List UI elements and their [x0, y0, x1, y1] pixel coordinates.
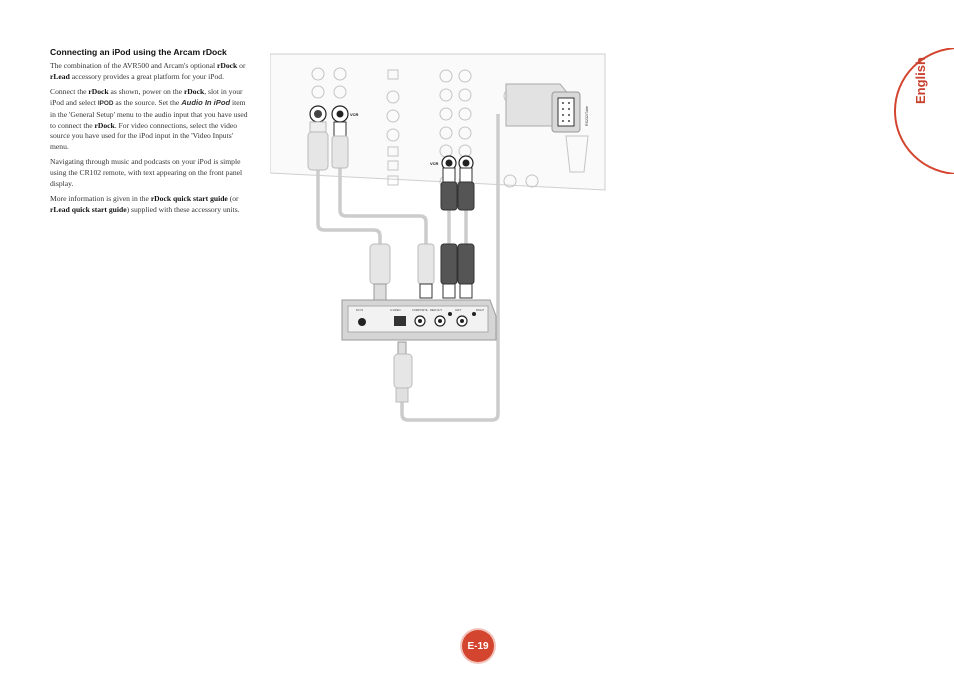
paragraph-more-info: More information is given in the rDock q…	[50, 193, 240, 214]
composite-plug-top	[331, 121, 349, 169]
rdock-label-svideo: S-VIDEO	[390, 308, 401, 312]
rs232-label: RS232/Tube	[585, 106, 589, 126]
rdock-label-dc-in: DC IN	[356, 308, 363, 312]
din-plug	[393, 341, 413, 403]
audio-plugs-top	[440, 167, 475, 211]
rdock-unit: DC IN S-VIDEO COMPOSITE REM OUT LEFT RIG…	[341, 299, 497, 341]
section-heading: Connecting an iPod using the Arcam rDock	[50, 47, 227, 57]
connection-diagram: VCR VCR RS232/Tube	[270, 53, 606, 422]
composite-plug-bottom	[417, 243, 435, 299]
page-number-badge: E-19	[462, 630, 494, 662]
rs232-connector: RS232/Tube	[505, 83, 589, 133]
paragraph-navigation: Navigating through music and podcasts on…	[50, 157, 243, 189]
svideo-plug-top	[307, 121, 329, 171]
rdock-label-right: RIGHT	[476, 308, 484, 312]
language-tab-label: English	[913, 57, 928, 104]
rdock-label-composite: COMPOSITE	[412, 308, 428, 312]
paragraph-connect: Connect the rDock as shown, power on the…	[50, 86, 248, 152]
vcr-jacks-left: VCR	[309, 105, 359, 123]
vcr-label-left: VCR	[350, 112, 359, 117]
rdock-label-rem-out: REM OUT	[430, 308, 442, 312]
language-tab-shape	[894, 48, 954, 174]
audio-plugs-bottom	[440, 243, 475, 299]
svideo-plug-bottom	[369, 243, 391, 301]
vcr-jacks-right: VCR	[430, 155, 474, 171]
vcr-label-right: VCR	[430, 161, 439, 166]
paragraph-intro: The combination of the AVR500 and Arcam'…	[50, 61, 246, 81]
rdock-label-left: LEFT	[455, 308, 462, 312]
body-text: The combination of the AVR500 and Arcam'…	[50, 61, 250, 220]
